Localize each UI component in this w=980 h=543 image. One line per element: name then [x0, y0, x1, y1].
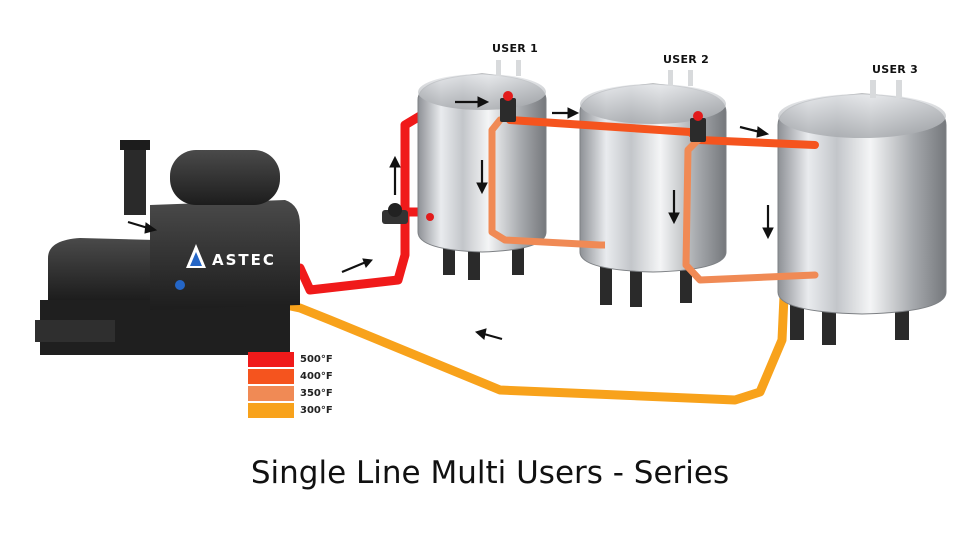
- tank-user-3: [777, 80, 947, 345]
- arrow-left-icon: [474, 328, 503, 341]
- legend-item: 400°F: [248, 369, 333, 384]
- legend-label: 350°F: [300, 388, 333, 399]
- arrow-right-icon: [455, 96, 490, 108]
- astec-heater: ASTEC: [35, 140, 300, 355]
- arrow-up-icon: [389, 155, 401, 195]
- legend-swatch-400: [248, 369, 294, 384]
- legend-label: 500°F: [300, 354, 333, 365]
- legend-swatch-300: [248, 403, 294, 418]
- arrow-down-icon: [668, 190, 680, 225]
- arrow-right-icon: [127, 220, 158, 234]
- legend-label: 300°F: [300, 405, 333, 416]
- diagram-title: Single Line Multi Users - Series: [250, 455, 730, 491]
- arrow-down-icon: [476, 160, 488, 195]
- tank-label-user-2: USER 2: [663, 53, 710, 66]
- tank-label-user-3: USER 3: [872, 63, 919, 76]
- arrow-down-icon: [762, 205, 774, 240]
- tank-loop-pipe-350: [488, 116, 819, 284]
- valve-icon: [382, 91, 706, 224]
- legend-item: 300°F: [248, 403, 333, 418]
- temperature-legend: 500°F 400°F 350°F 300°F: [248, 352, 333, 420]
- tank-label-user-1: USER 1: [492, 42, 539, 55]
- legend-item: 350°F: [248, 386, 333, 401]
- legend-swatch-500: [248, 352, 294, 367]
- arrow-right-icon: [552, 107, 580, 119]
- brand-logo-text: ASTEC: [212, 251, 276, 269]
- flow-arrows: [127, 96, 774, 341]
- legend-swatch-350: [248, 386, 294, 401]
- arrow-right-icon: [739, 125, 770, 138]
- legend-label: 400°F: [300, 371, 333, 382]
- legend-item: 500°F: [248, 352, 333, 367]
- arrow-right-icon: [341, 258, 373, 274]
- tank-user-2: [579, 70, 727, 307]
